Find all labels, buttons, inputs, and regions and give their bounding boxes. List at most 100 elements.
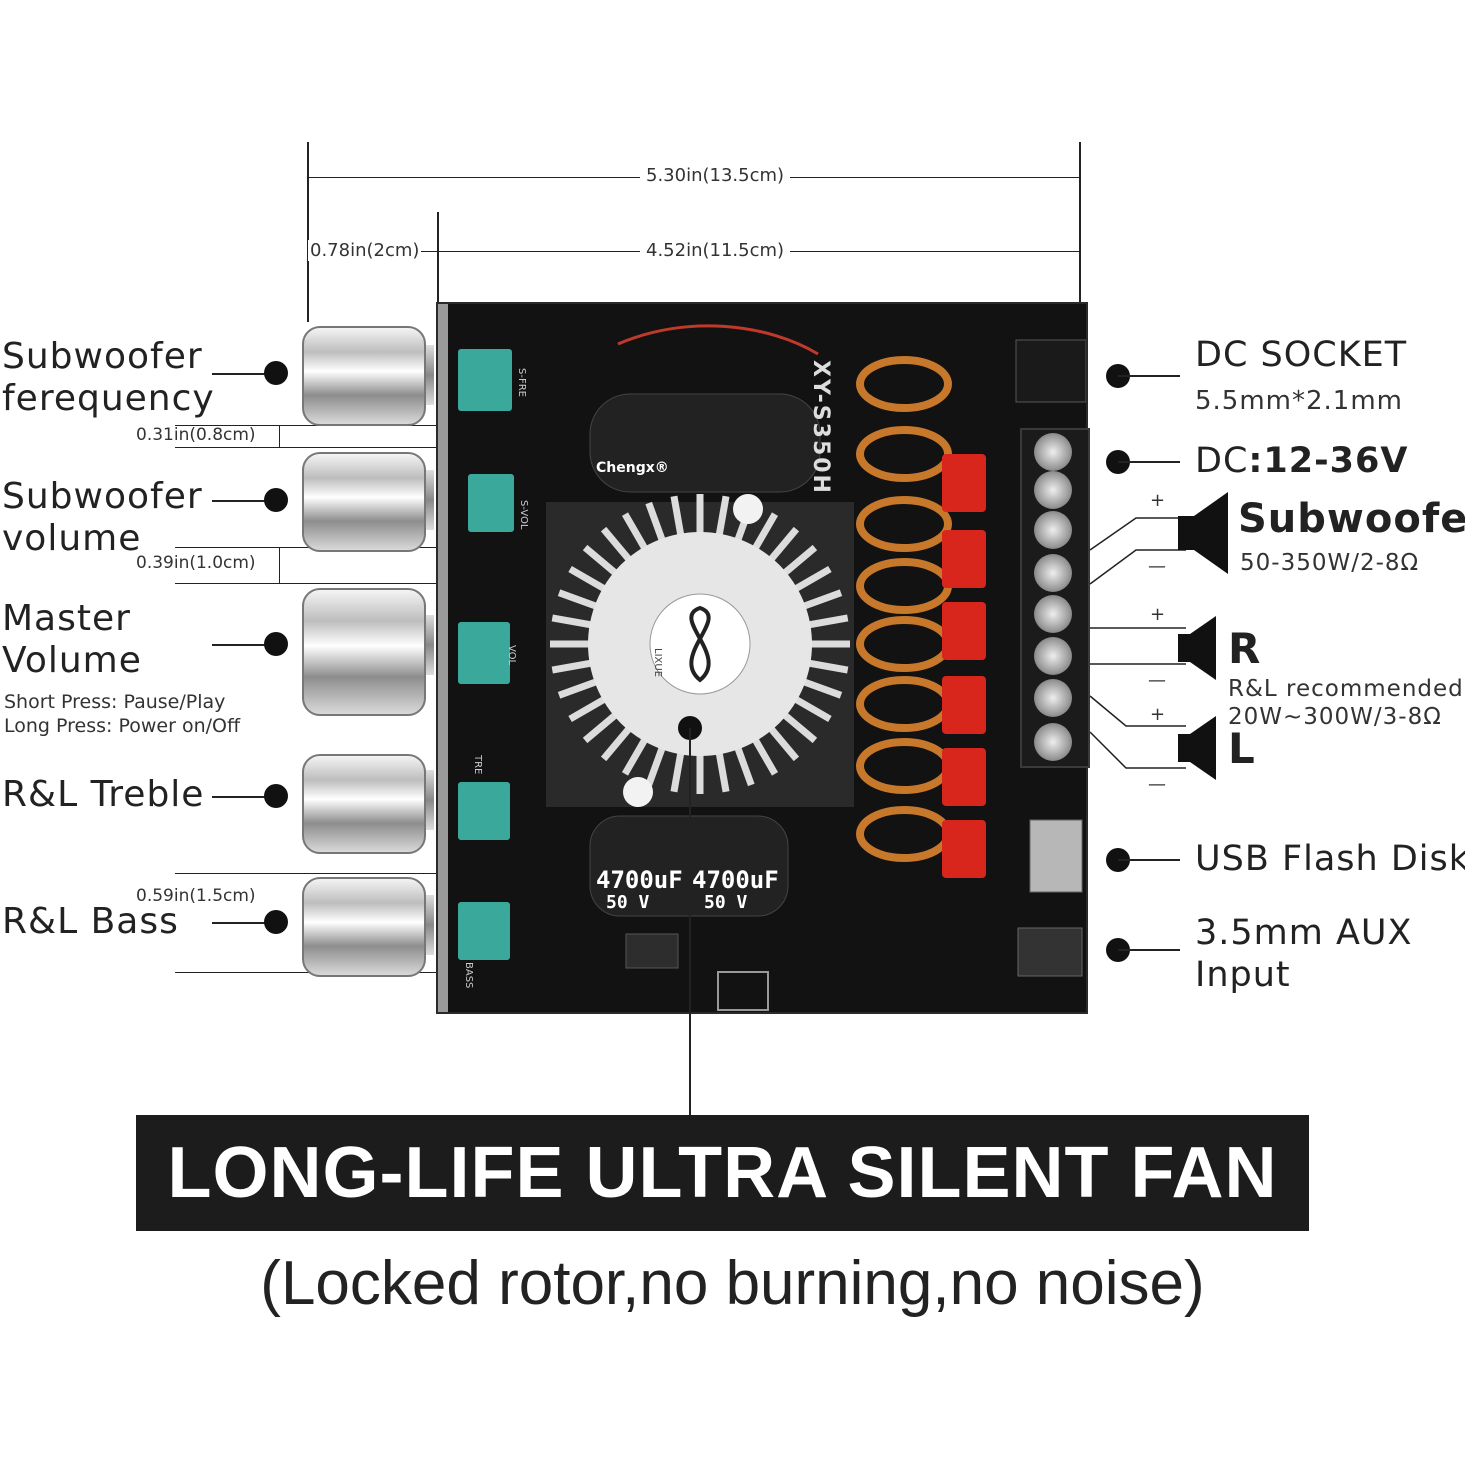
film-capacitor <box>942 530 986 588</box>
dim-right-extension-line <box>1079 142 1081 304</box>
heatsink-fin <box>807 659 849 674</box>
capacitor-voltage-1: 50 V <box>606 892 650 913</box>
film-capacitors <box>942 454 986 878</box>
knob-bass <box>302 877 426 977</box>
knob-sub-freq <box>302 326 426 426</box>
label-sub-freq-2: ferequency <box>2 378 215 419</box>
film-capacitor <box>942 676 986 734</box>
inductor-coil <box>856 356 952 412</box>
heatsink-fin <box>715 751 730 793</box>
heatsink-fin <box>621 737 649 776</box>
label-sub-freq-1: Subwoofer <box>2 336 203 377</box>
leader-fan <box>689 728 691 1116</box>
callout-dot-sub-freq <box>264 361 288 385</box>
film-capacitor <box>942 602 986 660</box>
leader-treble <box>212 796 276 798</box>
callout-dot-treble <box>264 784 288 808</box>
inductor-coil <box>856 426 952 482</box>
heatsink-fin <box>751 512 779 551</box>
gap1-top-line <box>175 425 437 426</box>
fan-logo <box>689 605 711 683</box>
usb-port <box>1029 819 1083 893</box>
inductor-coils <box>856 356 952 862</box>
heatsink-fin <box>621 512 649 551</box>
label-dc-socket: DC SOCKET <box>1195 335 1408 375</box>
terminal-screw <box>1034 511 1072 549</box>
label-bass: R&L Bass <box>2 901 179 942</box>
sign-l-minus: — <box>1148 774 1166 795</box>
heatsink-fin <box>645 501 666 542</box>
fan-screw-bottom <box>623 777 653 807</box>
terminal-screw <box>1034 637 1072 675</box>
label-dc-value: :12-36V <box>1248 441 1409 481</box>
heatsink-fin <box>645 746 666 787</box>
gap2-label: 0.39in(1.0cm) <box>136 553 256 573</box>
heatsink-fin <box>551 614 593 629</box>
label-dc-socket-size: 5.5mm*2.1mm <box>1195 386 1404 416</box>
sign-l-plus: + <box>1150 704 1166 725</box>
heatsink-fin <box>582 712 618 744</box>
gap1-label: 0.31in(0.8cm) <box>136 425 256 445</box>
dc-jack <box>1015 339 1087 403</box>
fan-hub <box>649 593 751 695</box>
leader-aux <box>1118 949 1180 951</box>
capacitor-brand: Chengx® <box>596 460 669 476</box>
inductor-coil <box>856 806 952 862</box>
dim-board-width: 4.52in(11.5cm) <box>640 240 791 261</box>
heatsink-fin <box>582 544 618 576</box>
label-treble: R&L Treble <box>2 774 205 815</box>
label-aux-1: 3.5mm AUX <box>1195 913 1413 953</box>
sign-r-minus: — <box>1148 670 1166 691</box>
label-master-long: Long Press: Power on/Off <box>4 715 241 737</box>
board-illustration <box>438 304 1087 1012</box>
knob-master <box>302 588 426 716</box>
heatsink-fin <box>670 495 685 537</box>
dim-knob-offset: 0.78in(2cm) <box>308 240 422 261</box>
amplifier-board <box>436 302 1088 1014</box>
heatsink-fin <box>802 589 843 610</box>
capacitor-voltage-2: 50 V <box>704 892 748 913</box>
knob-sub-vol <box>302 452 426 552</box>
heatsink-fin <box>734 746 755 787</box>
film-capacitor <box>942 454 986 512</box>
dim-overall-width: 5.30in(13.5cm) <box>640 165 791 186</box>
film-capacitor <box>942 748 986 806</box>
label-subwoofer-spec: 50-350W/2-8Ω <box>1240 550 1420 576</box>
terminal-screw <box>1034 554 1072 592</box>
sign-sub-minus: — <box>1148 556 1166 577</box>
ic-chip <box>625 933 679 969</box>
film-capacitor <box>942 820 986 878</box>
heatsink-fin <box>802 678 843 699</box>
terminal-screw <box>1034 723 1072 761</box>
heatsink-fin <box>568 565 607 593</box>
gap2-top-line <box>175 547 437 548</box>
heatsink-fin <box>600 726 632 762</box>
board-model: XY-S350H <box>808 360 833 495</box>
inductor-coil <box>856 676 952 732</box>
gap3-top-line <box>175 873 437 874</box>
callout-dot-bass <box>264 910 288 934</box>
label-sub-vol-1: Subwoofer <box>2 476 203 517</box>
terminal-screw <box>1034 679 1072 717</box>
heatsink-fins <box>550 494 850 794</box>
gap2-bottom-line <box>175 583 437 584</box>
label-master-2: Volume <box>2 640 142 681</box>
label-dc-prefix: DC <box>1195 441 1249 481</box>
label-left-channel: L <box>1228 724 1256 773</box>
leader-sub-vol <box>212 500 276 502</box>
gap2-tick <box>279 547 280 583</box>
heatsink-fin <box>751 737 779 776</box>
fan-wire <box>617 324 819 356</box>
heatsink-fin <box>670 751 685 793</box>
top-capacitor <box>589 393 821 493</box>
heatsink-fin <box>768 526 800 562</box>
heatsink-fin <box>793 695 832 723</box>
leader-master <box>212 644 276 646</box>
terminal-screw <box>1034 595 1072 633</box>
heatsink-fin <box>768 726 800 762</box>
leader-dc-socket <box>1118 375 1180 377</box>
dim-left-extension-line <box>307 142 309 322</box>
gap1-bottom-line <box>175 447 437 448</box>
inductor-coil <box>856 738 952 794</box>
sign-r-plus: + <box>1150 604 1166 625</box>
